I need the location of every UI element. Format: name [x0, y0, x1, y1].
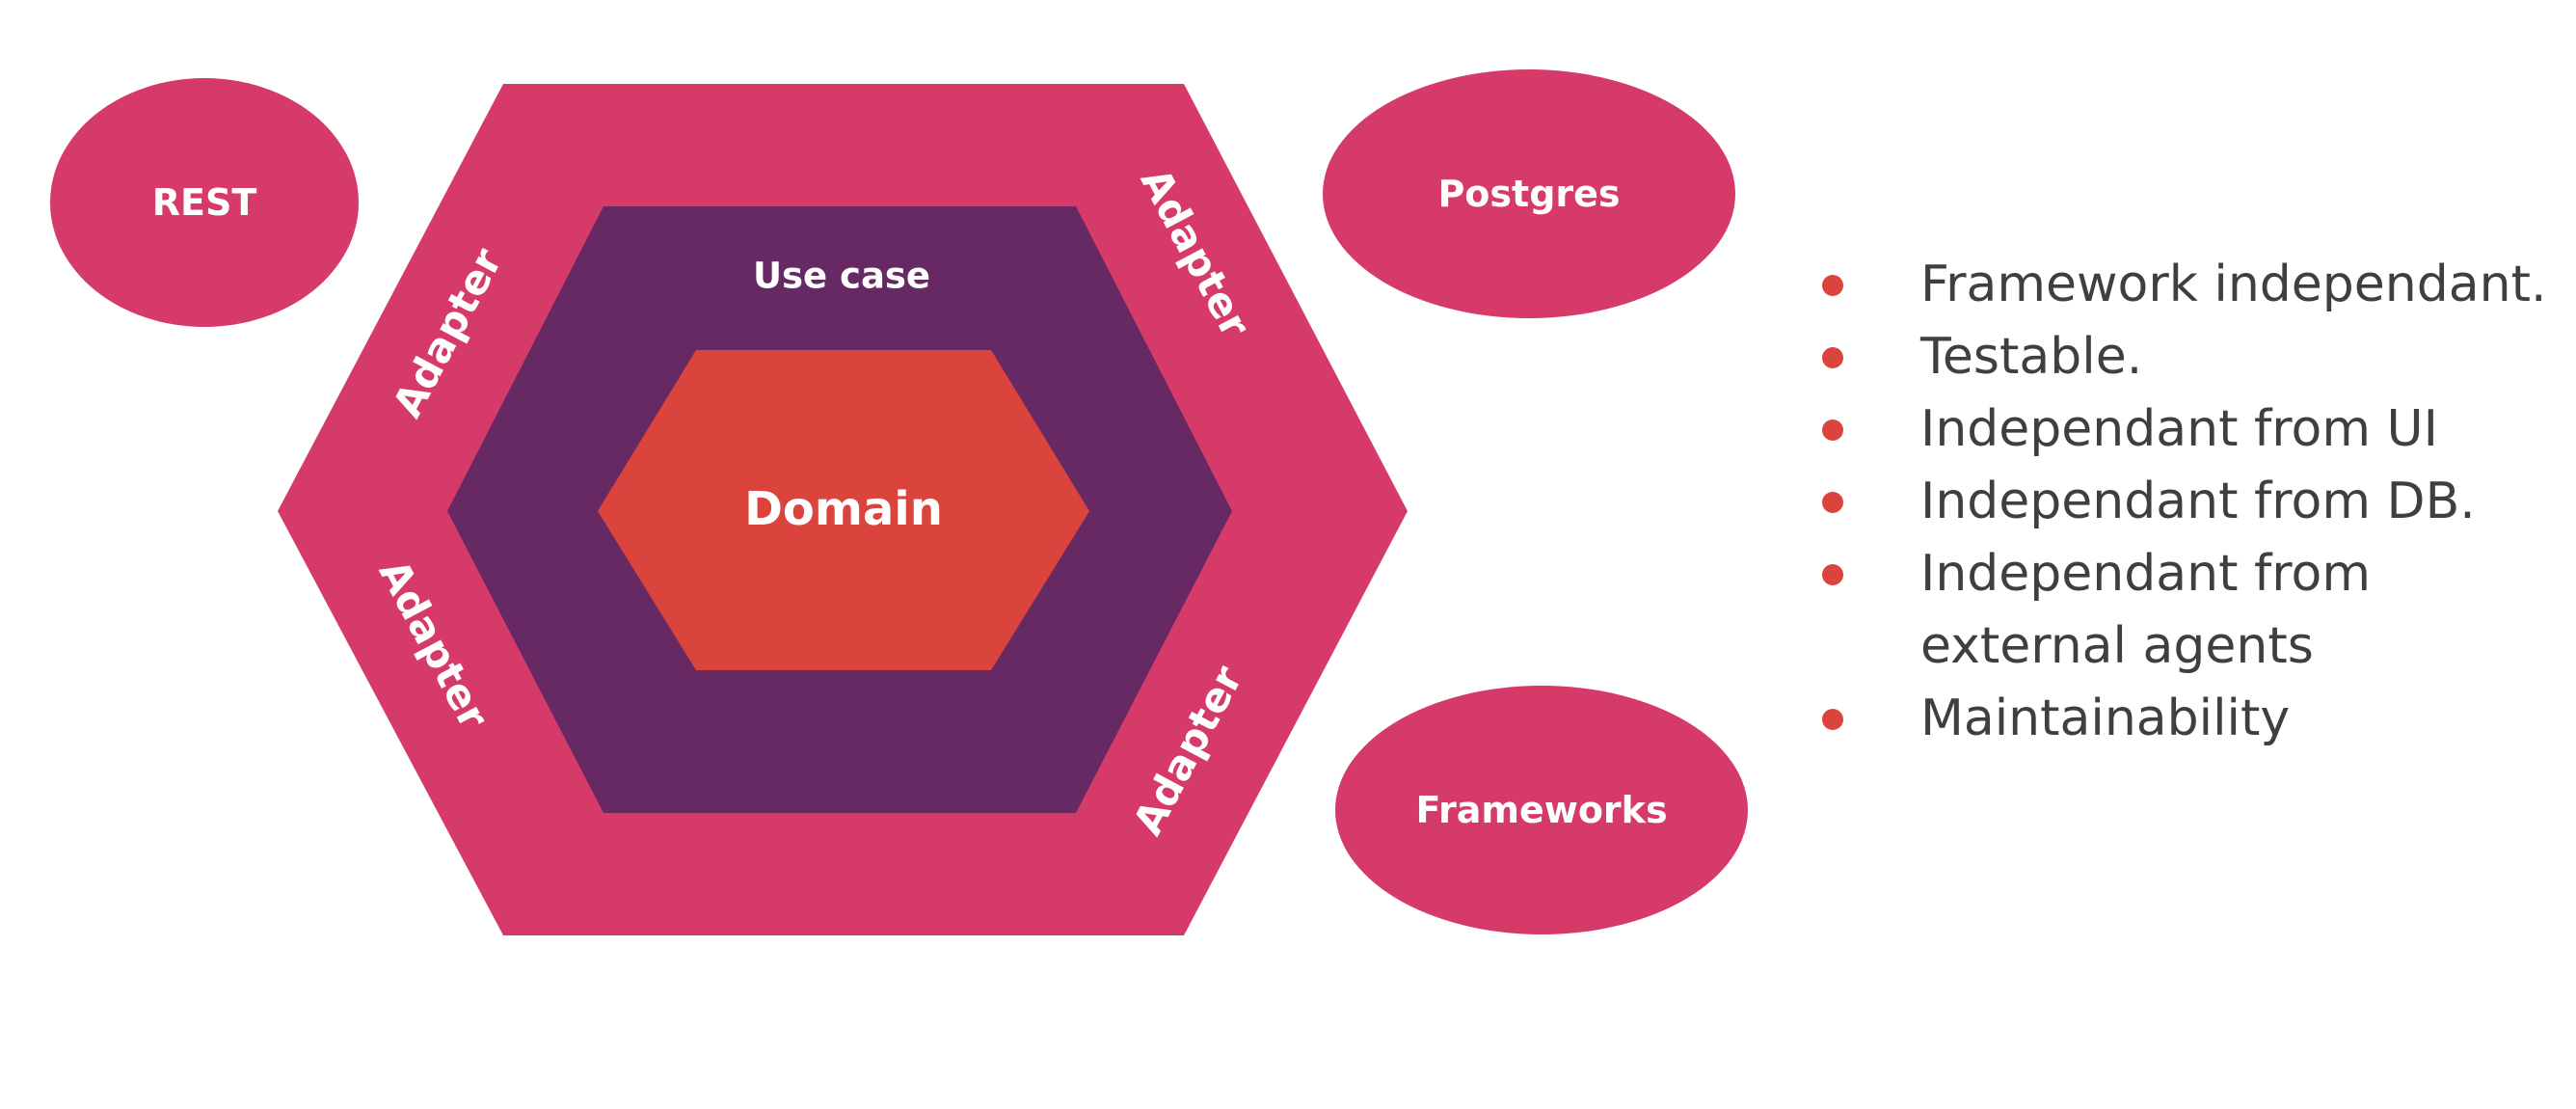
benefit-item: Testable.	[1822, 321, 2555, 393]
rest-label: REST	[152, 181, 257, 224]
bullet-dot-icon	[1822, 275, 1843, 296]
benefit-text: Independant from DB.	[1920, 473, 2476, 530]
domain-label: Domain	[744, 482, 943, 536]
benefit-item: Framework independant.	[1822, 249, 2555, 321]
postgres-node	[1323, 69, 1735, 318]
benefit-text: Framework independant.	[1920, 256, 2547, 313]
rest-node	[50, 78, 359, 327]
frameworks-label: Frameworks	[1415, 789, 1667, 831]
benefit-text: Maintainability	[1920, 690, 2291, 747]
benefits-list: Framework independant. Testable. Indepen…	[1822, 249, 2555, 755]
bullet-dot-icon	[1822, 709, 1843, 730]
postgres-label: Postgres	[1437, 173, 1620, 215]
frameworks-node	[1335, 686, 1748, 934]
bullet-dot-icon	[1822, 492, 1843, 513]
benefit-item: Independant from external agents	[1822, 538, 2460, 683]
hexagonal-architecture-diagram: Domain Use case Adapter Adapter Adapter …	[50, 69, 1748, 935]
bullet-dot-icon	[1822, 347, 1843, 368]
bullet-dot-icon	[1822, 564, 1843, 585]
domain-hexagon	[598, 350, 1089, 670]
benefit-text: Independant from external agents	[1920, 545, 2372, 675]
benefit-text: Testable.	[1920, 328, 2143, 386]
benefit-item: Maintainability	[1822, 683, 2555, 755]
bullet-dot-icon	[1822, 419, 1843, 441]
benefit-item: Independant from UI	[1822, 393, 2555, 466]
benefit-text: Independant from UI	[1920, 400, 2438, 458]
benefit-item: Independant from DB.	[1822, 466, 2555, 538]
use-case-label: Use case	[753, 256, 930, 297]
